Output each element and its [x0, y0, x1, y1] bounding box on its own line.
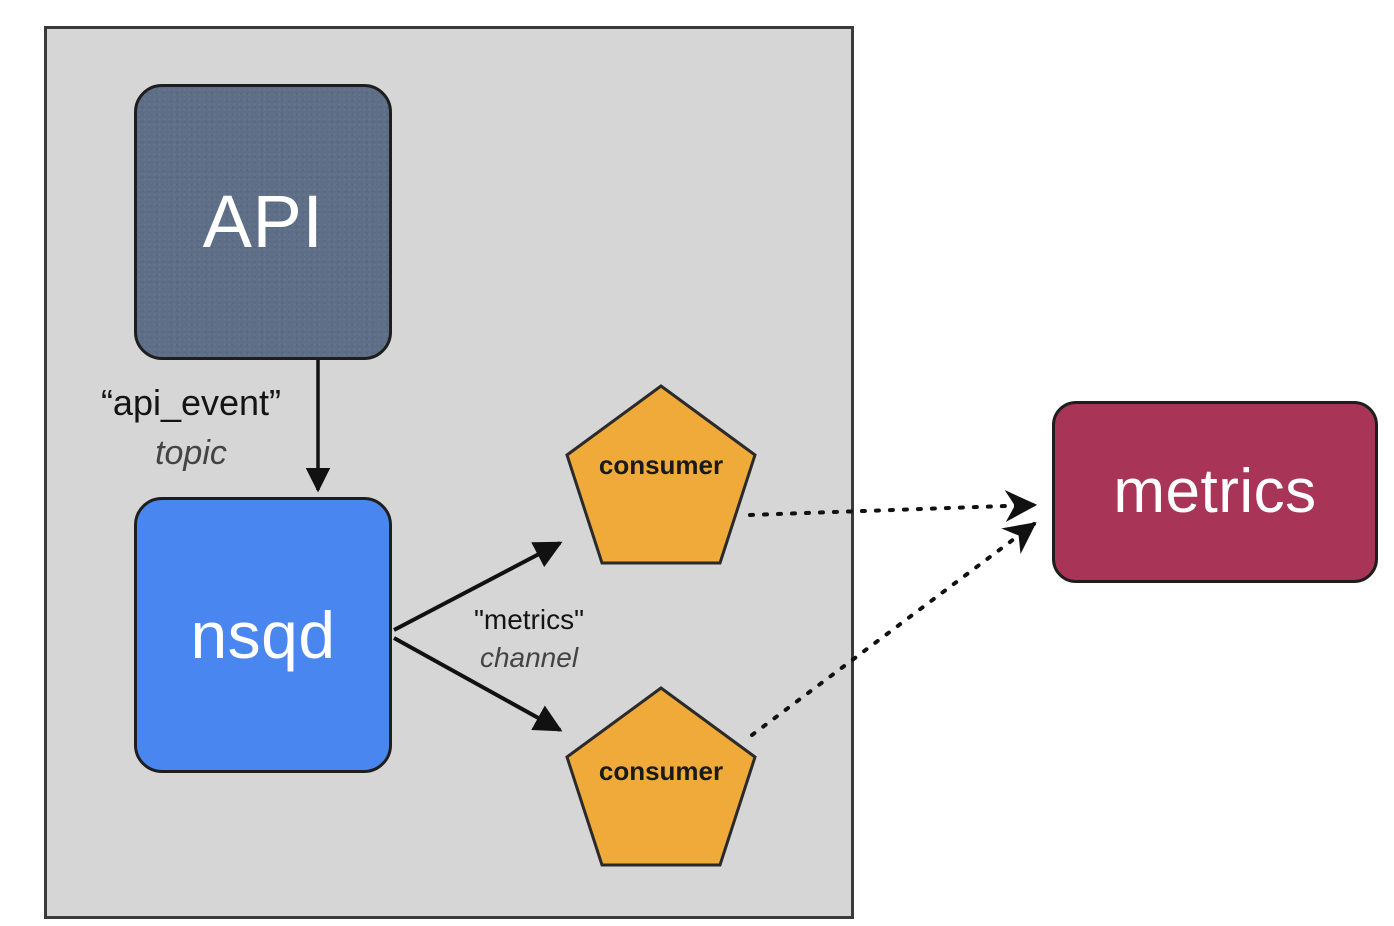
api-node: API: [134, 84, 392, 360]
consumer-top-to-metrics-arrow: [748, 490, 1038, 523]
topic-name-label: “api_event”: [100, 382, 282, 423]
nsqd-to-consumer-bottom-arrow: [393, 636, 563, 732]
consumer-bottom-shape: [565, 686, 757, 867]
consumer-top-label: consumer: [598, 450, 724, 480]
consumer-bottom-to-metrics-arrow: [750, 522, 1037, 737]
consumer-bottom-label: consumer: [598, 756, 724, 786]
channel-kind-label: channel: [479, 642, 579, 673]
channel-name-label: "metrics": [473, 604, 585, 635]
nsqd-to-consumer-top-arrow: [393, 541, 563, 632]
api-node-label: API: [202, 180, 324, 263]
metrics-node: metrics: [1052, 401, 1378, 583]
consumer-top-shape: [565, 384, 757, 565]
nsqd-node: nsqd: [134, 497, 392, 773]
metrics-node-label: metrics: [1113, 457, 1317, 526]
nsqd-node-label: nsqd: [190, 598, 336, 672]
topic-kind-label: topic: [155, 434, 227, 472]
